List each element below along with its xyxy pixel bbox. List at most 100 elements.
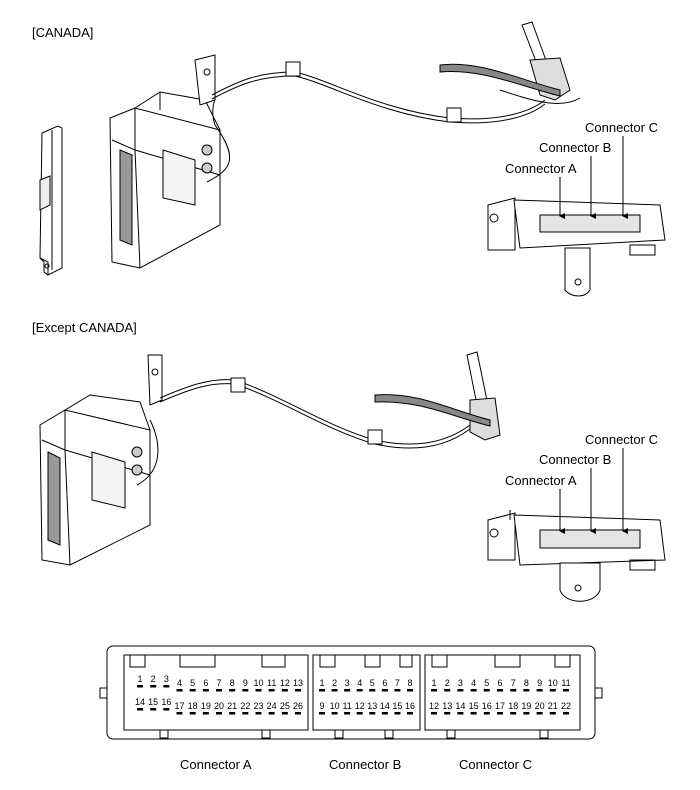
- pin-label: 10: [253, 678, 263, 688]
- pin-label: 1: [431, 678, 436, 688]
- pin-label: 3: [164, 674, 169, 684]
- pin-label: 16: [482, 701, 492, 711]
- pin-mark: [369, 712, 376, 715]
- mounting-bracket: [39, 125, 63, 276]
- connector-b-outline: [312, 654, 421, 731]
- pin-mark: [229, 712, 236, 715]
- pin-label: 5: [484, 678, 489, 688]
- pin-mark: [344, 689, 351, 692]
- connector-a-outline: [123, 654, 309, 731]
- callout-connector-c-1: Connector C: [585, 120, 658, 135]
- pin-mark: [523, 712, 530, 715]
- connector-a-label: Connector A: [180, 757, 252, 772]
- pin-mark: [369, 689, 376, 692]
- pin-label: 19: [201, 701, 211, 711]
- pin-label: 16: [405, 701, 415, 711]
- pin-label: 10: [330, 701, 340, 711]
- pin-label: 7: [395, 678, 400, 688]
- pin-label: 9: [537, 678, 542, 688]
- callout-connector-b-2: Connector B: [539, 452, 612, 467]
- pin-label: 12: [280, 678, 290, 688]
- pin-mark: [510, 712, 517, 715]
- pin-mark: [431, 689, 437, 692]
- pin-label: 4: [357, 678, 362, 688]
- callout-connector-b-1: Connector B: [539, 140, 612, 155]
- pin-label: 4: [471, 678, 476, 688]
- pin-mark: [242, 712, 249, 715]
- connector-c-outline: [424, 654, 581, 731]
- antenna-2: [374, 351, 501, 441]
- pin-mark: [137, 708, 143, 711]
- module-side-view: [487, 197, 666, 297]
- pin-mark: [255, 712, 262, 715]
- pin-label: 18: [508, 701, 518, 711]
- pin-mark: [563, 689, 569, 692]
- pin-mark: [549, 712, 556, 715]
- pin-label: 22: [240, 701, 250, 711]
- pin-mark: [268, 712, 275, 715]
- pin-label: 25: [280, 701, 290, 711]
- pin-mark: [394, 712, 401, 715]
- pin-mark: [381, 712, 388, 715]
- pin-label: 9: [243, 678, 248, 688]
- pin-mark: [563, 712, 569, 715]
- pin-mark: [281, 689, 288, 692]
- pin-mark: [444, 712, 451, 715]
- pin-mark: [295, 712, 301, 715]
- pin-label: 3: [458, 678, 463, 688]
- pin-label: 11: [267, 678, 276, 688]
- pin-label: 17: [495, 701, 505, 711]
- pin-mark: [331, 689, 338, 692]
- pin-label: 14: [380, 701, 390, 711]
- module-side-view-2: [487, 510, 666, 602]
- pin-mark: [381, 689, 388, 692]
- pin-label: 22: [561, 701, 571, 711]
- pin-mark: [483, 689, 490, 692]
- pin-label: 7: [511, 678, 516, 688]
- pin-label: 15: [469, 701, 479, 711]
- pin-mark: [483, 712, 490, 715]
- pin-label: 6: [497, 678, 502, 688]
- callout-connector-a-2: Connector A: [505, 473, 577, 488]
- pin-mark: [295, 689, 301, 692]
- antenna: [439, 21, 581, 104]
- pin-label: 8: [407, 678, 412, 688]
- pin-label: 15: [148, 697, 158, 707]
- pin-label: 10: [548, 678, 558, 688]
- pin-label: 17: [174, 701, 184, 711]
- pin-label: 23: [253, 701, 263, 711]
- pin-mark: [470, 689, 477, 692]
- pin-label: 11: [561, 678, 570, 688]
- pin-label: 2: [332, 678, 337, 688]
- pin-mark: [319, 712, 325, 715]
- pin-mark: [497, 712, 503, 715]
- pin-label: 9: [319, 701, 324, 711]
- pin-mark: [523, 689, 530, 692]
- pin-mark: [281, 712, 288, 715]
- pin-label: 18: [188, 701, 198, 711]
- pin-mark: [150, 685, 157, 688]
- pin-mark: [431, 712, 437, 715]
- pin-label: 8: [524, 678, 529, 688]
- pin-label: 13: [442, 701, 452, 711]
- pin-label: 16: [161, 697, 171, 707]
- pin-label: 12: [429, 701, 439, 711]
- pin-mark: [202, 712, 209, 715]
- pin-mark: [216, 712, 222, 715]
- pin-label: 13: [367, 701, 377, 711]
- callout-connector-c-2: Connector C: [585, 432, 658, 447]
- pin-label: 13: [293, 678, 303, 688]
- pin-mark: [356, 689, 363, 692]
- pin-label: 1: [319, 678, 324, 688]
- pin-label: 20: [214, 701, 224, 711]
- pin-mark: [216, 689, 222, 692]
- pin-mark: [470, 712, 477, 715]
- pin-label: 14: [135, 697, 145, 707]
- pin-mark: [457, 689, 464, 692]
- pin-mark: [319, 689, 325, 692]
- pin-mark: [189, 712, 196, 715]
- pin-mark: [202, 689, 209, 692]
